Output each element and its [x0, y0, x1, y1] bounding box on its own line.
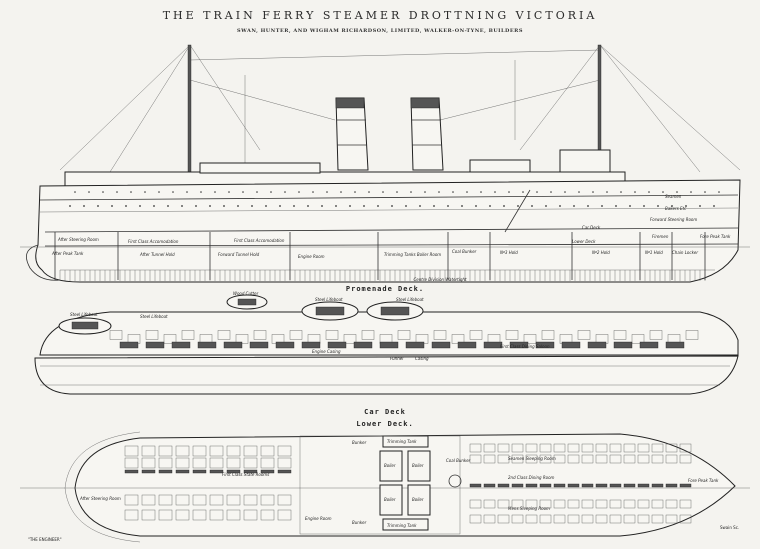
label-funnel: Funnel — [390, 356, 404, 361]
label-boiler-2: Boiler — [412, 463, 424, 468]
label-lifeboat-1: Steel Lifeboat — [315, 297, 343, 302]
label-watertight: Centre Division Watertight — [413, 277, 466, 282]
label-boiler-1: Boiler — [384, 463, 396, 468]
label-wood-cutter: Wood Cutter — [233, 291, 259, 296]
label-after-tunnel: After Tunnel Hold — [139, 252, 175, 257]
plan-subtitle: SWAN, HUNTER, AND WIGHAM RICHARDSON, LIM… — [237, 28, 523, 34]
label-no3-hold: Nº3 Hold — [500, 250, 518, 255]
label-no2-hold: Nº2 Hold — [592, 250, 610, 255]
promenade-cabins — [109, 330, 699, 349]
label-first-class-2: First Class Accomodation — [234, 238, 285, 243]
lower-deck-heading: Lower Deck. — [356, 420, 413, 428]
frames — [59, 270, 706, 281]
label-first-class-1: First Class Accomodation — [128, 239, 179, 244]
label-after-steering: After Steering Room — [79, 496, 121, 501]
label-seamen: Seamen — [665, 194, 682, 199]
car-ramp — [504, 189, 531, 233]
label-lifeboat-3: Steel Lifeboat — [70, 312, 98, 317]
main-mast — [187, 44, 192, 181]
label-no1-hold: Nº1 Hold — [645, 250, 663, 255]
boilers — [379, 450, 431, 516]
label-trimming-tank-1: Trimming Tank — [387, 439, 417, 444]
lifeboat-1 — [301, 301, 359, 321]
lower-deck-plan: Boiler Boiler Boiler Boiler Trimming Tan… — [20, 431, 750, 543]
label-after-peak: After Peak Tank — [51, 251, 84, 256]
label-boiler-4: Boiler — [412, 497, 424, 502]
label-mens-sleeping: Mens Sleeping Room — [508, 506, 550, 511]
label-dining-saloon: First Class Dining Saloon — [500, 344, 550, 349]
label-chain-locker: Chain Locker — [672, 250, 698, 255]
label-first-class: First Class State Rooms — [222, 472, 269, 477]
credit-the-engineer: "THE ENGINEER" — [28, 537, 62, 542]
label-forward-tunnel: Forward Tunnel Hold — [218, 252, 260, 257]
funnel-aft — [335, 97, 369, 171]
label-lower-deck: Lower Deck — [572, 239, 596, 244]
hull-profile — [35, 179, 741, 283]
lifeboat-wood-cutter — [226, 294, 268, 310]
label-seamen-sleeping: Seamen Sleeping Room — [508, 456, 556, 461]
credit-engraver: Swain Sc. — [720, 525, 739, 530]
label-firemen: Firemen — [652, 234, 669, 239]
car-deck-heading: Car Deck — [364, 408, 406, 416]
label-fore-peak: Fore Peak Tank — [688, 478, 719, 483]
label-after-steering: After Steering Room — [57, 237, 99, 242]
rigging — [59, 44, 741, 173]
car-deck-outline — [34, 355, 739, 395]
side-elevation: After Steering Room First Class Accomoda… — [20, 44, 750, 283]
plan-title: THE TRAIN FERRY STEAMER DROTTNING VICTOR… — [163, 9, 598, 22]
label-casing: Casing — [415, 356, 429, 361]
label-bunker-1: Bunker — [352, 440, 367, 445]
bulkheads — [54, 232, 706, 280]
promenade-deck-heading: Promenade Deck. — [346, 285, 424, 293]
label-trimming-tank-2: Trimming Tank — [387, 523, 417, 528]
promenade-deck-plan: Promenade Deck. Wood Cutter Steel Lifebo… — [34, 285, 739, 395]
label-forward-steering: Forward Steering Room — [650, 217, 697, 222]
label-coal-bunker: Coal Bunker — [452, 249, 477, 254]
label-engine-room: Engine Room — [305, 516, 332, 521]
bridge — [559, 149, 611, 173]
label-coal-bunker: Coal Bunker — [446, 458, 471, 463]
label-engine-casing: Engine Casing — [312, 349, 341, 354]
label-engine-room: Engine Room — [298, 254, 325, 259]
label-boiler-3: Boiler — [384, 497, 396, 502]
label-second-dining: 2nd Class Dining Room — [508, 475, 555, 480]
lifeboat-3 — [58, 317, 112, 335]
label-lifeboat-4: Steel Lifeboat — [140, 314, 168, 319]
label-fore-peak: Fore Peak Tank — [700, 234, 731, 239]
lower-deck-cabins — [124, 443, 692, 524]
label-boiler-room: Trimming Tanks Boiler Room — [384, 252, 441, 257]
label-bunker-2: Bunker — [352, 520, 367, 525]
lifeboat-2 — [366, 301, 424, 321]
portholes — [69, 191, 720, 207]
funnel-forward — [410, 97, 444, 171]
label-car-deck: Car Deck — [582, 225, 601, 230]
label-bakers: Bakers Etc — [665, 206, 687, 211]
label-lifeboat-2: Steel Lifeboat — [396, 297, 424, 302]
